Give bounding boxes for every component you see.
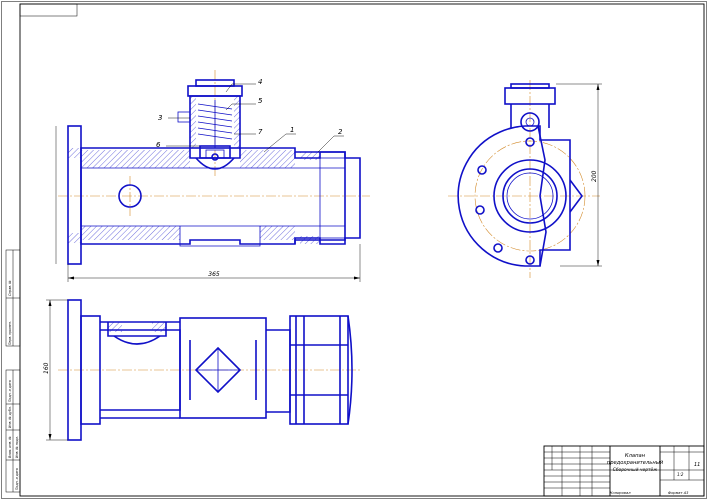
strip-label-replace: Взам. инв. № (8, 436, 12, 458)
strip-label-inv: Инв. № подл. (15, 436, 19, 458)
stamp-box (19, 3, 78, 17)
dim-width: 160 (43, 362, 50, 374)
callout-7: 7 (258, 128, 263, 136)
front-section-view: 3 6 5 (55, 70, 370, 282)
callout-1: 1 (290, 126, 294, 134)
side-bore-outer (493, 159, 567, 233)
left-flange (67, 125, 82, 265)
plan-hex-nut (289, 315, 349, 425)
title-line-3: Сборочный чертёж (613, 467, 657, 473)
callouts: 4 5 3 6 7 1 2 (156, 78, 344, 153)
side-port (118, 184, 142, 208)
strip-label-sign2: Подп. и дата (15, 468, 19, 490)
title-line-2: предохранительный (607, 460, 664, 466)
side-flange-outline (457, 125, 571, 267)
format-label: Формат А3 (668, 491, 689, 495)
title-line-1: Клапан (625, 453, 646, 459)
plan-view: 160 (43, 299, 360, 441)
title-block: Клапан предохранительный Сборочный чертё… (543, 445, 705, 497)
copied-label: Копировал (610, 491, 631, 495)
dim-length: 365 (208, 271, 220, 278)
valve-plug (195, 157, 235, 170)
strip-label-dup: Инв. № дубл. (8, 406, 12, 428)
strip-label-sign1: Подп. и дата (8, 380, 12, 402)
strip-label-ref: Справ. № (8, 280, 12, 296)
plan-body-block (179, 317, 267, 419)
callout-4: 4 (258, 78, 262, 86)
callout-5: 5 (258, 97, 263, 105)
callout-2: 2 (338, 128, 343, 136)
dim-height: 200 (591, 170, 598, 182)
left-strip: Перв. примен. Справ. № Подп. и дата Инв.… (5, 249, 21, 493)
scale: 1:2 (677, 472, 684, 477)
relief-valve-assembly (177, 79, 243, 170)
side-view: 200 (448, 80, 602, 278)
callout-6: 6 (156, 141, 161, 149)
sheet-number: 11 (694, 462, 700, 468)
strip-label-first-use: Перв. примен. (8, 321, 12, 345)
callout-3: 3 (158, 114, 162, 122)
union-nut (294, 151, 361, 245)
side-bore-inner (502, 168, 558, 224)
